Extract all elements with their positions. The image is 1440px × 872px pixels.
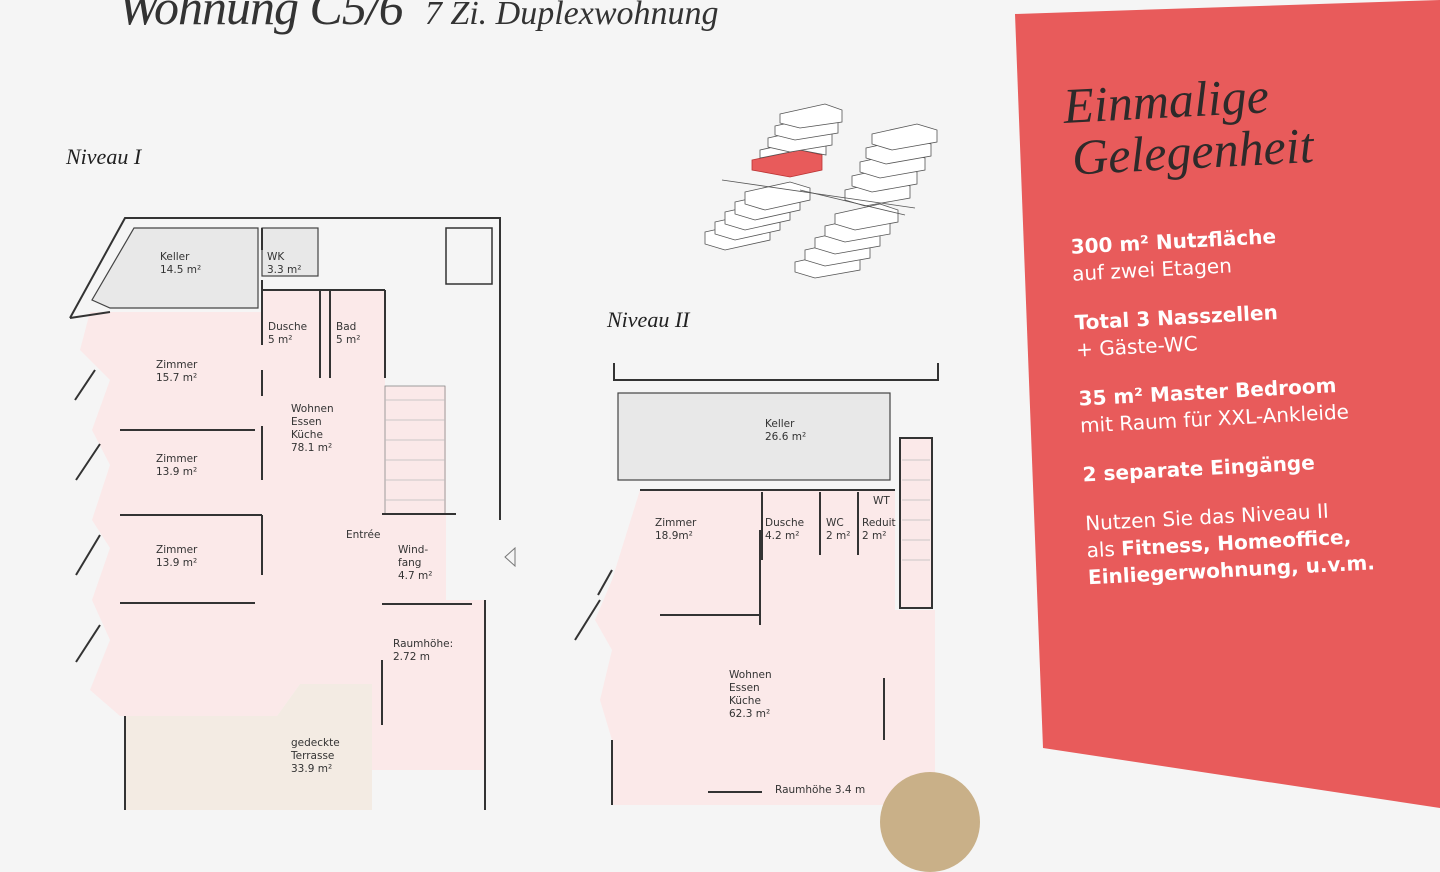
level-2-title: Niveau II	[607, 307, 690, 332]
room-label: Zimmer 13.9 m²	[156, 544, 198, 569]
storage-wk	[261, 227, 319, 277]
living-area	[80, 290, 485, 770]
room-label: Dusche 5 m²	[268, 321, 308, 346]
room-label: WT	[873, 495, 890, 507]
room-label: Zimmer 18.9m²	[655, 517, 697, 542]
room-label: Raumhöhe: 2.72 m	[393, 638, 454, 663]
room-label: Wohnen Essen Küche 62.3 m²	[729, 669, 772, 720]
room-label: Bad 5 m²	[336, 321, 361, 346]
badge	[880, 772, 980, 872]
room-label: Raumhöhe 3.4 m	[775, 784, 866, 796]
apartment-name: Wohnung C5/6	[118, 0, 404, 35]
terrace-area	[125, 684, 372, 810]
room-label: gedeckte Terrasse 33.9 m²	[291, 737, 340, 775]
room-label: Keller 26.6 m²	[765, 418, 807, 443]
panel-headline: Einmalige Gelegenheit	[1061, 67, 1315, 186]
room-label: Reduit 2 m²	[862, 517, 896, 542]
room-label: Keller 14.5 m²	[160, 251, 202, 276]
room-label: Zimmer 15.7 m²	[156, 359, 198, 384]
building-isometric-icon	[704, 103, 938, 279]
level-1-title: Niveau I	[66, 144, 142, 169]
storage-keller	[91, 227, 259, 309]
room-label: Dusche 4.2 m²	[765, 517, 805, 542]
room-label: Entrée	[346, 529, 381, 541]
floor-plans	[69, 103, 939, 810]
storage-keller-2	[617, 392, 891, 481]
highlight-panel	[1015, 0, 1440, 808]
room-label: Wind- fang 4.7 m²	[398, 544, 433, 582]
room-label: Wohnen Essen Küche 78.1 m²	[291, 403, 334, 454]
room-label: Zimmer 13.9 m²	[156, 453, 198, 478]
page-title: Wohnung C5/6 7 Zi. Duplexwohnung	[118, 0, 719, 36]
level-2-plan	[574, 363, 939, 805]
room-label: WK 3.3 m²	[267, 251, 302, 276]
living-area-2	[595, 490, 935, 805]
feature-item: 2 separate Eingänge	[1082, 450, 1316, 487]
feature-item: Total 3 Nasszellen+ Gäste-WC	[1074, 300, 1279, 362]
level-1-plan	[69, 217, 925, 810]
apartment-type: 7 Zi. Duplexwohnung	[424, 0, 719, 32]
room-label: WC 2 m²	[826, 517, 851, 542]
